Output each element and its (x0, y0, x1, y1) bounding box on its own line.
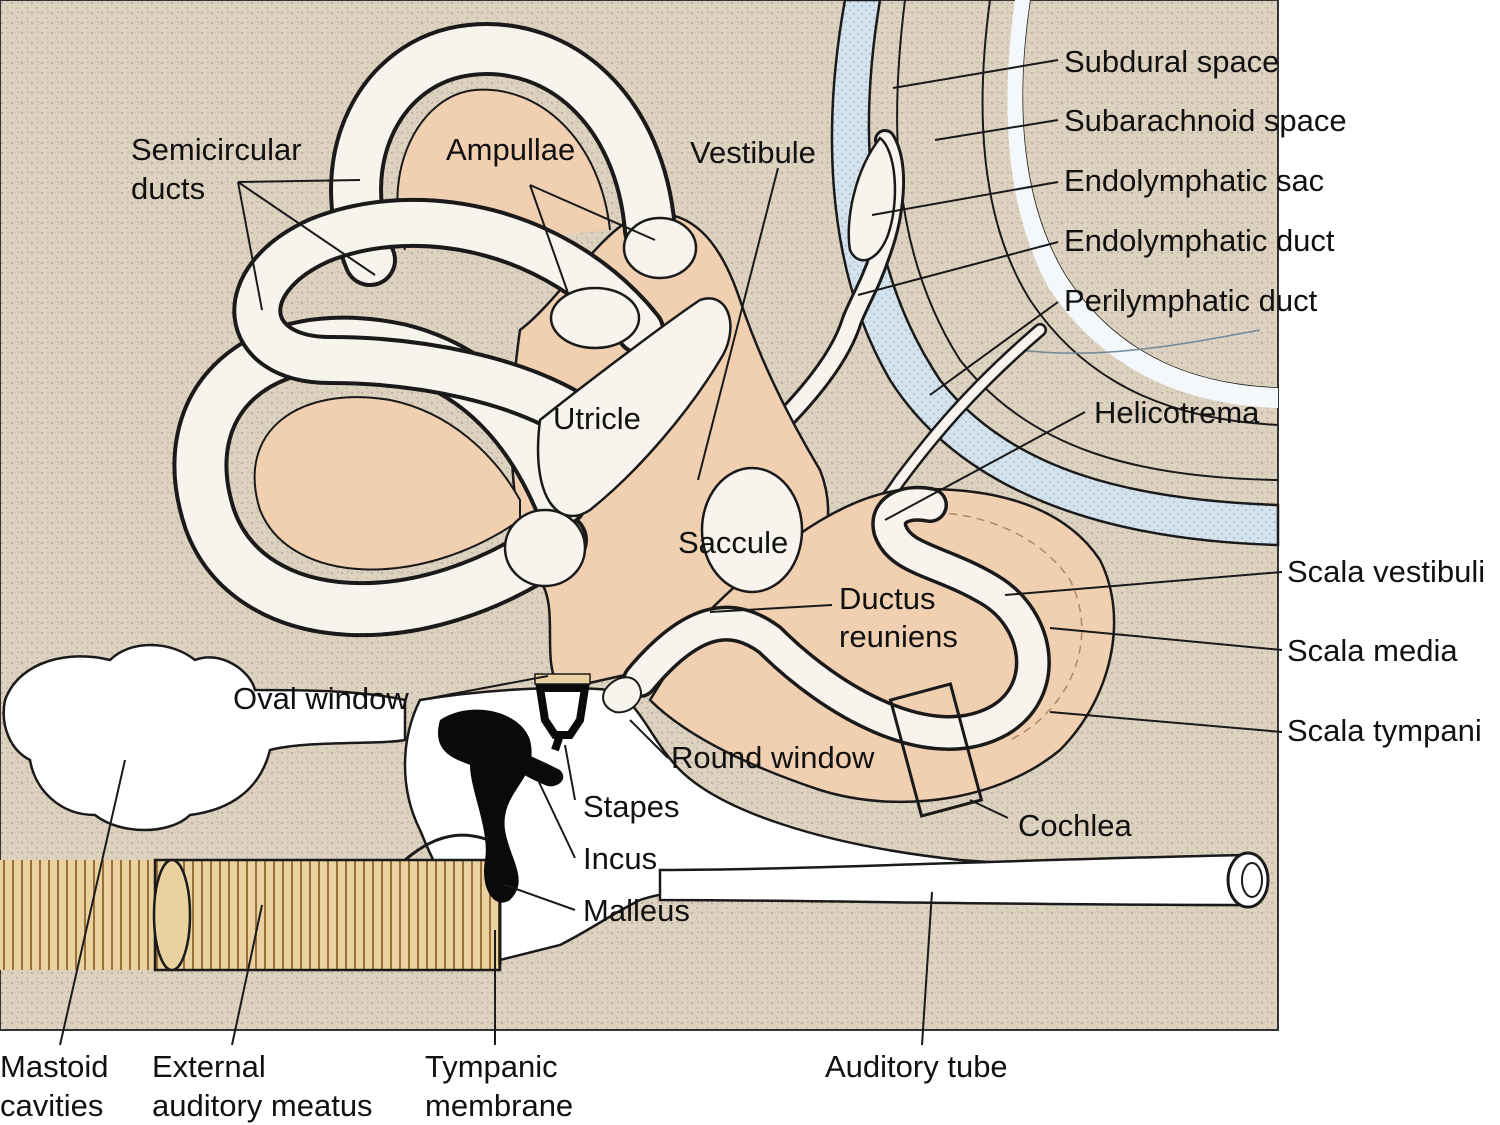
label-subarachnoid-space: Subarachnoid space (1064, 103, 1347, 138)
endolymphatic-sac-and-duct (719, 129, 906, 481)
label-saccule: Saccule (678, 525, 789, 560)
label-cochlea: Cochlea (1018, 808, 1132, 843)
label-round-window: Round window (671, 740, 875, 775)
round-window-shape (602, 676, 642, 714)
label-auditory-tube: Auditory tube (825, 1049, 1008, 1084)
label-scala-vestibuli: Scala vestibuli (1287, 554, 1486, 589)
cochlea-section-box (888, 682, 984, 818)
label-endolymphatic-sac: Endolymphatic sac (1064, 163, 1325, 198)
ossicles (437, 684, 590, 903)
label-ductus-reuniens: Ductus reuniens (839, 581, 958, 654)
label-stapes: Stapes (583, 789, 680, 824)
auditory-tube-shape (658, 851, 1270, 909)
saccule-shape (700, 466, 804, 594)
label-scala-media: Scala media (1287, 633, 1458, 668)
utricle-shape (536, 297, 732, 518)
label-malleus: Malleus (583, 893, 690, 928)
oval-window-shape (534, 673, 591, 685)
meninges-layers (830, 0, 1280, 547)
external-auditory-canal (0, 858, 502, 972)
leader-lines (59, 59, 1283, 1046)
label-semicircular-ducts: Semicircular ducts (131, 132, 302, 206)
mastoid-cavity (2, 643, 407, 832)
label-scala-tympani: Scala tympani (1287, 713, 1482, 748)
label-perilymphatic-duct: Perilymphatic duct (1064, 283, 1318, 318)
semicircular-canals (172, 22, 698, 638)
label-mastoid-cavities: Mastoid cavities (0, 1049, 109, 1123)
label-endolymphatic-duct: Endolymphatic duct (1064, 223, 1335, 258)
label-incus: Incus (583, 841, 658, 876)
label-tympanic-membrane: Tympanic membrane (425, 1049, 574, 1123)
label-utricle: Utricle (553, 401, 641, 436)
label-external-auditory-meatus: External auditory meatus (152, 1049, 373, 1123)
label-ampullae: Ampullae (446, 132, 576, 167)
label-subdural-space: Subdural space (1064, 44, 1280, 79)
label-vestibule: Vestibule (690, 135, 816, 170)
label-oval-window: Oval window (233, 681, 409, 716)
label-helicotrema: Helicotrema (1094, 395, 1260, 430)
